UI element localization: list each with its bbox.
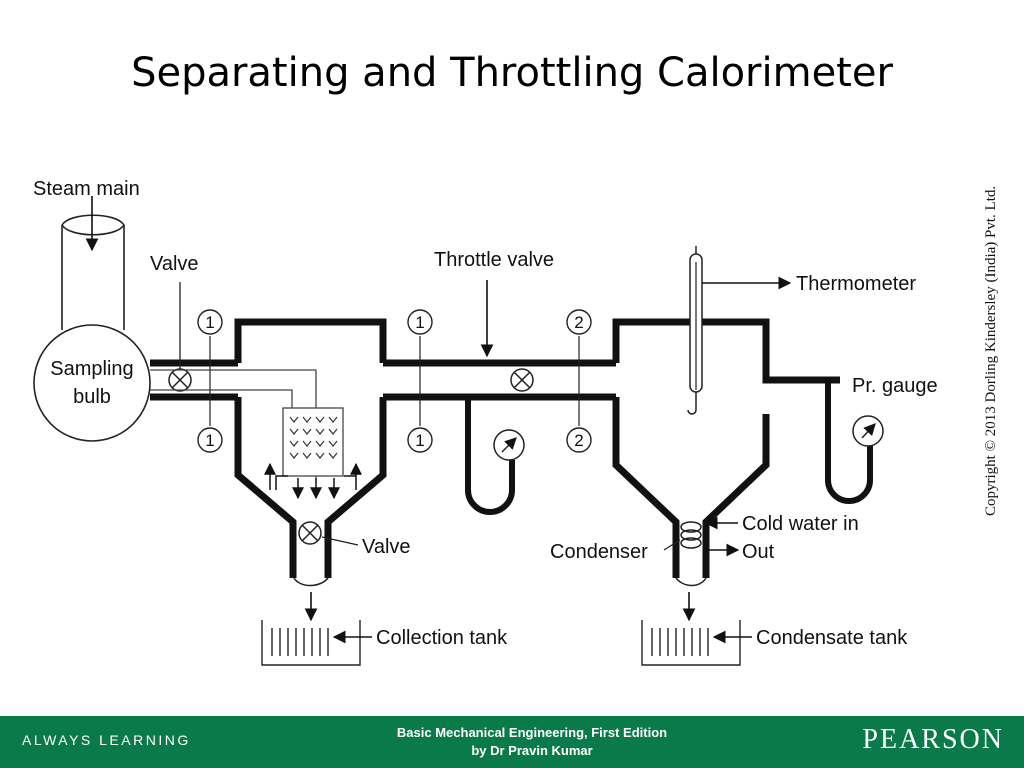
section-marker-text: 2 <box>574 431 583 450</box>
label-steam-main: Steam main <box>33 178 140 200</box>
label-condensate-tank: Condensate tank <box>756 627 908 649</box>
label-inlet-valve: Valve <box>150 253 199 275</box>
drain-leader <box>321 536 359 546</box>
condenser-outlet <box>675 577 707 587</box>
label-water-out: Out <box>742 541 775 563</box>
footer-book-title: Basic Mechanical Engineering, First Edit… <box>396 725 668 740</box>
label-throttle-valve: Throttle valve <box>434 249 554 271</box>
section-1-separator: 1 1 <box>197 309 223 453</box>
section-marker-text: 1 <box>205 431 214 450</box>
publisher-logo: PEARSON <box>862 724 1004 755</box>
label-sampling-bulb-line1: Sampling <box>50 358 133 380</box>
throttle-valve-symbol <box>510 368 534 392</box>
throttling-vessel <box>612 318 840 578</box>
section-1-pipe: 1 1 <box>407 309 433 453</box>
condenser-leader <box>663 539 681 551</box>
manometer-one <box>465 397 515 515</box>
calorimeter-diagram: 1 1 1 1 2 2 Steam main Valve Sampling bu <box>33 178 938 666</box>
label-pr-gauge: Pr. gauge <box>852 375 938 397</box>
drain-valve-symbol <box>298 521 322 545</box>
label-thermometer: Thermometer <box>796 273 916 295</box>
footer-bar: ALWAYS LEARNING Basic Mechanical Enginee… <box>0 716 1024 768</box>
section-marker-text: 1 <box>415 313 424 332</box>
inlet-pipe <box>150 359 238 401</box>
condensate-tank <box>641 620 741 666</box>
condenser-coil <box>680 521 702 549</box>
sampling-bulb <box>33 324 151 442</box>
collection-tank <box>261 620 361 666</box>
label-condenser: Condenser <box>550 541 648 563</box>
separator-baffle-pattern <box>289 416 338 459</box>
label-collection-tank: Collection tank <box>376 627 508 649</box>
separator-vessel <box>234 318 387 578</box>
steam-main-pipe <box>61 214 125 330</box>
pressure-gauge-two-needle <box>861 423 876 439</box>
pressure-gauge-one-needle <box>501 437 517 453</box>
copyright-notice: Copyright © 2013 Dorling Kindersley (Ind… <box>983 185 999 516</box>
footer-book-author: by Dr Pravin Kumar <box>471 743 593 758</box>
manometer-two <box>825 380 873 504</box>
footer-tagline: ALWAYS LEARNING <box>22 732 191 748</box>
label-cold-water-in: Cold water in <box>742 513 859 535</box>
separator-baffle <box>282 407 344 477</box>
inlet-valve-symbol <box>168 368 192 392</box>
section-marker-text: 2 <box>574 313 583 332</box>
separator-drain-outlet <box>293 577 329 587</box>
throttle-pipe <box>383 359 616 401</box>
slide-title: Separating and Throttling Calorimeter <box>131 50 893 96</box>
thermometer <box>687 246 703 415</box>
section-marker-text: 1 <box>415 431 424 450</box>
separator-flow-arrows <box>270 464 356 500</box>
section-2-pipe: 2 2 <box>566 309 592 453</box>
label-drain-valve: Valve <box>362 536 411 558</box>
footer-book-info: Basic Mechanical Engineering, First Edit… <box>312 724 752 760</box>
section-marker-text: 1 <box>205 313 214 332</box>
label-sampling-bulb-line2: bulb <box>73 386 111 408</box>
